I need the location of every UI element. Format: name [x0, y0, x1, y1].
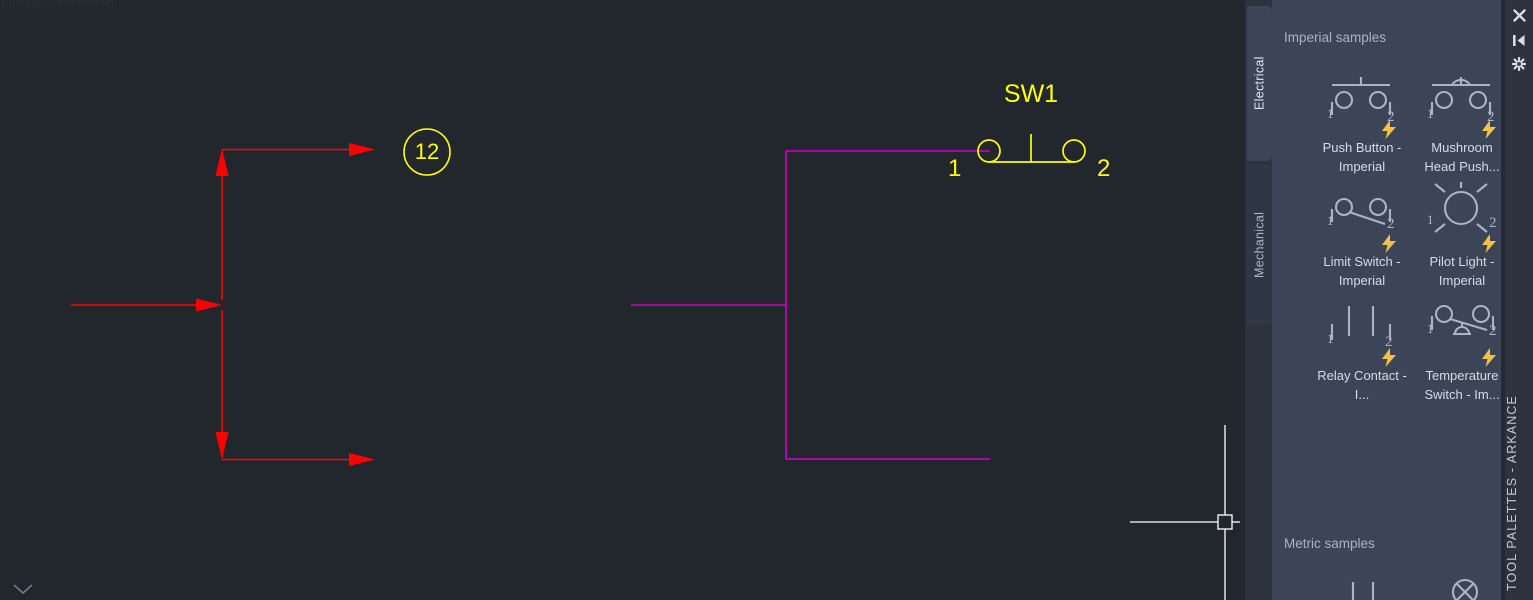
switch-symbol-sw1	[977, 134, 1086, 163]
close-icon[interactable]	[1509, 5, 1529, 25]
palette-tab-column: Electrical Mechanical	[1245, 0, 1272, 600]
mushroom-head-push-button-symbol-icon: 1 2	[1419, 68, 1505, 140]
tool-mushroom-head-push-button-imperial[interactable]: 1 2 Mushroom Head Push...	[1412, 62, 1512, 176]
tool-limit-switch-imperial[interactable]: 1 2 Limit Switch - Imperial	[1312, 176, 1412, 290]
wire-polyline	[631, 150, 990, 460]
tool-grid-metric	[1272, 568, 1533, 600]
collapse-chevron-icon[interactable]	[12, 582, 34, 596]
balloon-label: 12	[414, 139, 440, 164]
palette-tab-electrical-label: Electrical	[1252, 56, 1267, 111]
tool-label: Pilot Light - Imperial	[1429, 254, 1495, 288]
group-header-imperial-samples[interactable]: Imperial samples	[1284, 30, 1387, 45]
tool-label: Mushroom Head Push...	[1424, 140, 1500, 174]
leader-arrowhead-lower-right	[349, 453, 375, 466]
svg-text:1: 1	[1427, 212, 1434, 227]
tool-label: Limit Switch - Imperial	[1323, 254, 1401, 288]
leader-arrowhead-upper-right	[349, 143, 375, 156]
svg-text:1: 1	[1327, 213, 1334, 228]
tool-relay-contact-metric[interactable]	[1312, 568, 1412, 600]
red-annotation-leaders	[71, 143, 375, 466]
viewport-config-label[interactable]: [-][Top][2D Wireframe]	[2, 0, 114, 8]
pilot-light-symbol-icon: 1 2	[1419, 182, 1505, 254]
pilot-light-metric-symbol-icon	[1419, 574, 1505, 600]
tool-relay-contact-imperial[interactable]: 1 2 Relay Contact - I...	[1312, 290, 1412, 404]
palette-content-area[interactable]: Imperial samples	[1272, 0, 1533, 600]
tool-temperature-switch-imperial[interactable]: 1 2 Temperature Switch - Im...	[1412, 290, 1512, 404]
palette-tab-mechanical-label: Mechanical	[1252, 211, 1267, 279]
svg-text:2: 2	[1489, 323, 1497, 339]
lightning-bolt-badge-icon	[1382, 120, 1396, 139]
limit-switch-symbol-icon: 1 2	[1319, 182, 1405, 254]
palette-titlebar: TOOL PALETTES - ARKANCE	[1501, 0, 1533, 600]
terminal-1-label: 1	[948, 155, 962, 182]
palette-title-text: TOOL PALETTES - ARKANCE	[1505, 395, 1519, 591]
lightning-bolt-badge-icon	[1482, 348, 1496, 367]
svg-text:1: 1	[1327, 331, 1334, 346]
leader-arrowhead-down	[215, 432, 229, 460]
pickbox	[1217, 514, 1233, 530]
tool-pilot-light-metric[interactable]	[1412, 568, 1512, 600]
terminal-2-circle	[1062, 139, 1086, 163]
tool-label: Relay Contact - I...	[1317, 368, 1407, 402]
crosshair-cursor	[1130, 425, 1240, 600]
svg-text:2: 2	[1489, 215, 1497, 231]
terminal-2-label: 2	[1097, 155, 1111, 182]
svg-text:2: 2	[1385, 334, 1393, 350]
svg-text:2: 2	[1487, 109, 1495, 125]
tool-grid-imperial: 1 2 Push Button - Imperial	[1272, 62, 1533, 404]
lightning-bolt-badge-icon	[1482, 234, 1496, 253]
tool-label: Push Button - Imperial	[1322, 140, 1402, 174]
leader-arrowhead-up	[215, 148, 229, 176]
palette-tab-mechanical[interactable]: Mechanical	[1247, 165, 1272, 325]
lightning-bolt-badge-icon	[1382, 234, 1396, 253]
leader-arrowhead-entry	[196, 298, 222, 312]
svg-text:1: 1	[1327, 106, 1334, 121]
svg-text:1: 1	[1427, 321, 1434, 336]
symbol-tag-label: SW1	[1003, 80, 1059, 108]
tool-pilot-light-imperial[interactable]: 1 2 Pilot Light - Imperial	[1412, 176, 1512, 290]
wire-main-path	[785, 150, 990, 460]
tool-label: Temperature Switch - Im...	[1424, 368, 1500, 402]
group-header-metric-samples[interactable]: Metric samples	[1284, 536, 1375, 551]
balloon-circle	[403, 128, 451, 176]
tool-palettes-panel[interactable]: Electrical Mechanical Imperial samples	[1245, 0, 1533, 600]
svg-text:1: 1	[1427, 106, 1434, 121]
auto-hide-icon[interactable]	[1509, 30, 1529, 50]
svg-text:2: 2	[1387, 216, 1395, 232]
tool-push-button-imperial[interactable]: 1 2 Push Button - Imperial	[1312, 62, 1412, 176]
lightning-bolt-badge-icon	[1382, 348, 1396, 367]
svg-text:2: 2	[1387, 109, 1395, 125]
palette-left-edge-divider	[1501, 0, 1505, 600]
temperature-switch-symbol-icon: 1 2	[1419, 296, 1505, 368]
lightning-bolt-badge-icon	[1482, 120, 1496, 139]
push-button-symbol-icon: 1 2	[1319, 68, 1405, 140]
relay-contact-metric-symbol-icon	[1319, 574, 1405, 600]
relay-contact-symbol-icon: 1 2	[1319, 296, 1405, 368]
palette-tab-electrical[interactable]: Electrical	[1247, 6, 1272, 161]
properties-gear-icon[interactable]	[1509, 54, 1529, 74]
